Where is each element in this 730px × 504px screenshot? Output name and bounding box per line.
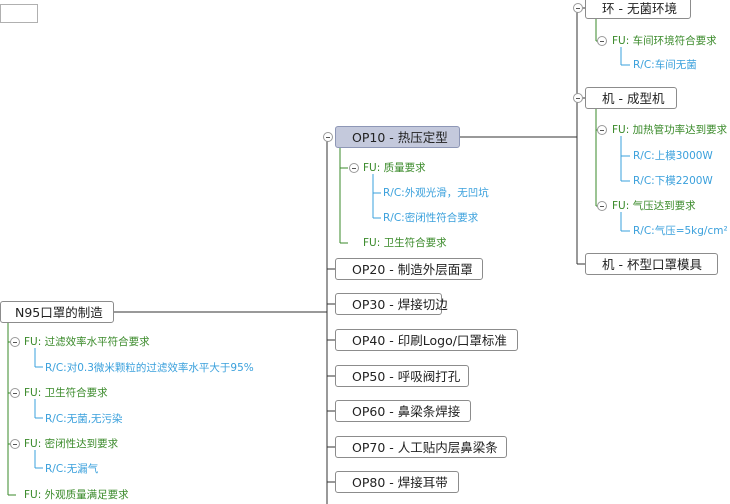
root-rc-filter: R/C:对0.3微米颗粒的过滤效率水平大于95%	[45, 362, 254, 374]
collapse-toggle-icon[interactable]	[597, 201, 607, 211]
op10-label: OP10 - 热压定型	[352, 130, 448, 145]
op70-label: OP70 - 人工贴内层鼻梁条	[352, 440, 498, 455]
frame-box	[0, 4, 38, 23]
op10-fu-hygiene: FU: 卫生符合要求	[363, 237, 447, 249]
collapse-toggle-icon[interactable]	[573, 93, 583, 103]
op40-node[interactable]: OP40 - 印刷Logo/口罩标准	[335, 329, 518, 351]
collapse-toggle-icon[interactable]	[10, 388, 20, 398]
collapse-toggle-icon[interactable]	[597, 36, 607, 46]
op20-label: OP20 - 制造外层面罩	[352, 262, 473, 277]
root-rc-hygiene: R/C:无菌,无污染	[45, 413, 123, 425]
op10-rc-surface: R/C:外观光滑，无凹坑	[383, 187, 489, 199]
collapse-toggle-icon[interactable]	[10, 337, 20, 347]
root-fu-appearance: FU: 外观质量满足要求	[24, 489, 129, 501]
op30-node[interactable]: OP30 - 焊接切边	[335, 293, 448, 315]
machine-rc-pressure: R/C:气压=5kg/cm²	[633, 225, 728, 237]
env-label: 环 - 无菌环境	[602, 1, 677, 16]
op80-node[interactable]: OP80 - 焊接耳带	[335, 471, 459, 493]
collapse-toggle-icon[interactable]	[573, 3, 583, 13]
op10-rc-seal: R/C:密闭性符合要求	[383, 212, 479, 224]
op10-node[interactable]: OP10 - 热压定型	[335, 126, 460, 148]
op40-label: OP40 - 印刷Logo/口罩标准	[352, 333, 507, 348]
root-rc-seal: R/C:无漏气	[45, 463, 99, 475]
op20-node[interactable]: OP20 - 制造外层面罩	[335, 258, 483, 280]
env-rc: R/C:车间无菌	[633, 59, 697, 71]
op80-label: OP80 - 焊接耳带	[352, 475, 448, 490]
op50-node[interactable]: OP50 - 呼吸阀打孔	[335, 365, 469, 387]
machine-fu-heater: FU: 加热管功率达到要求	[612, 124, 728, 136]
machine-rc-upper: R/C:上模3000W	[633, 150, 713, 162]
machine-fu-pressure: FU: 气压达到要求	[612, 200, 696, 212]
root-node[interactable]: N95口罩的制造	[0, 301, 114, 323]
op30-label: OP30 - 焊接切边	[352, 297, 448, 312]
collapse-toggle-icon[interactable]	[597, 125, 607, 135]
machine-label: 机 - 成型机	[602, 91, 665, 106]
collapse-toggle-icon[interactable]	[323, 132, 333, 142]
op60-label: OP60 - 鼻梁条焊接	[352, 404, 461, 419]
env-fu: FU: 车间环境符合要求	[612, 35, 717, 47]
mold-node[interactable]: 机 - 杯型口罩模具	[585, 253, 718, 275]
op60-node[interactable]: OP60 - 鼻梁条焊接	[335, 400, 471, 422]
machine-node[interactable]: 机 - 成型机	[585, 87, 677, 109]
machine-rc-lower: R/C:下模2200W	[633, 175, 713, 187]
op70-node[interactable]: OP70 - 人工贴内层鼻梁条	[335, 436, 507, 458]
mold-label: 机 - 杯型口罩模具	[602, 257, 702, 272]
root-fu-filter: FU: 过滤效率水平符合要求	[24, 336, 150, 348]
collapse-toggle-icon[interactable]	[349, 163, 359, 173]
op50-label: OP50 - 呼吸阀打孔	[352, 369, 461, 384]
collapse-toggle-icon[interactable]	[10, 439, 20, 449]
root-fu-hygiene: FU: 卫生符合要求	[24, 387, 108, 399]
op10-fu-quality: FU: 质量要求	[363, 162, 426, 174]
root-fu-seal: FU: 密闭性达到要求	[24, 438, 119, 450]
root-label: N95口罩的制造	[15, 305, 103, 320]
env-node[interactable]: 环 - 无菌环境	[585, 0, 691, 19]
